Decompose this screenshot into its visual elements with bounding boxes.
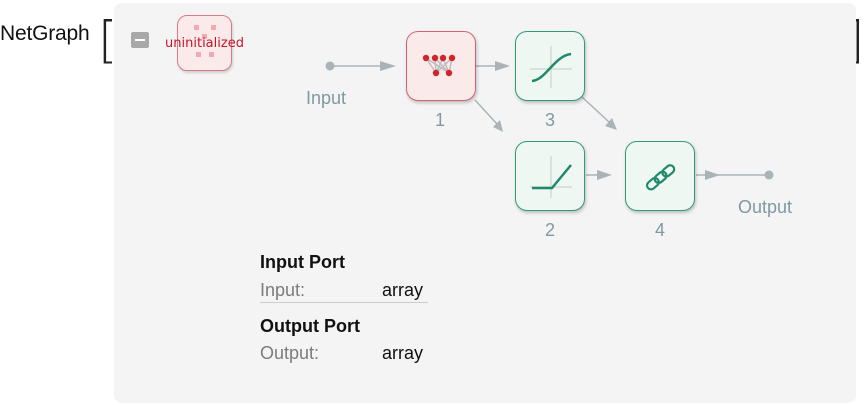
node-3-number: 3 [544,110,555,130]
node-1[interactable] [406,31,476,101]
port-divider [260,302,428,303]
output-port-dot [764,170,774,180]
node-3[interactable] [515,31,585,101]
input-port-value: array [382,280,424,300]
graph-input-label: Input [306,88,347,108]
node-4[interactable] [625,141,695,211]
uninitialized-status-icon: uninitialized [165,15,244,71]
node-2[interactable] [515,141,585,211]
input-port-key: Input: [260,280,306,300]
output-port-value: array [382,343,424,363]
edge-3-4 [581,96,610,123]
open-bracket: [ [98,11,118,69]
ramp-layer-icon [530,156,572,198]
netgraph-panel [114,3,856,403]
input-port-dot [325,61,335,71]
node-1-number: 1 [434,110,445,130]
node-4-number: 4 [654,220,665,240]
output-port-title: Output Port [260,316,360,336]
netgraph-head: NetGraph [0,22,90,45]
graph-output-label: Output [738,197,793,217]
sigmoid-layer-icon [530,46,572,88]
status-net-glyph [194,25,216,57]
linear-layer-icon [422,54,456,77]
collapse-button[interactable] [131,32,149,48]
input-port-title: Input Port [260,252,345,272]
edge-1-2 [474,99,498,125]
node-2-number: 2 [544,220,555,240]
uninitialized-label: uninitialized [165,36,244,51]
chain-link-icon [645,164,676,191]
output-port-key: Output: [260,343,320,363]
